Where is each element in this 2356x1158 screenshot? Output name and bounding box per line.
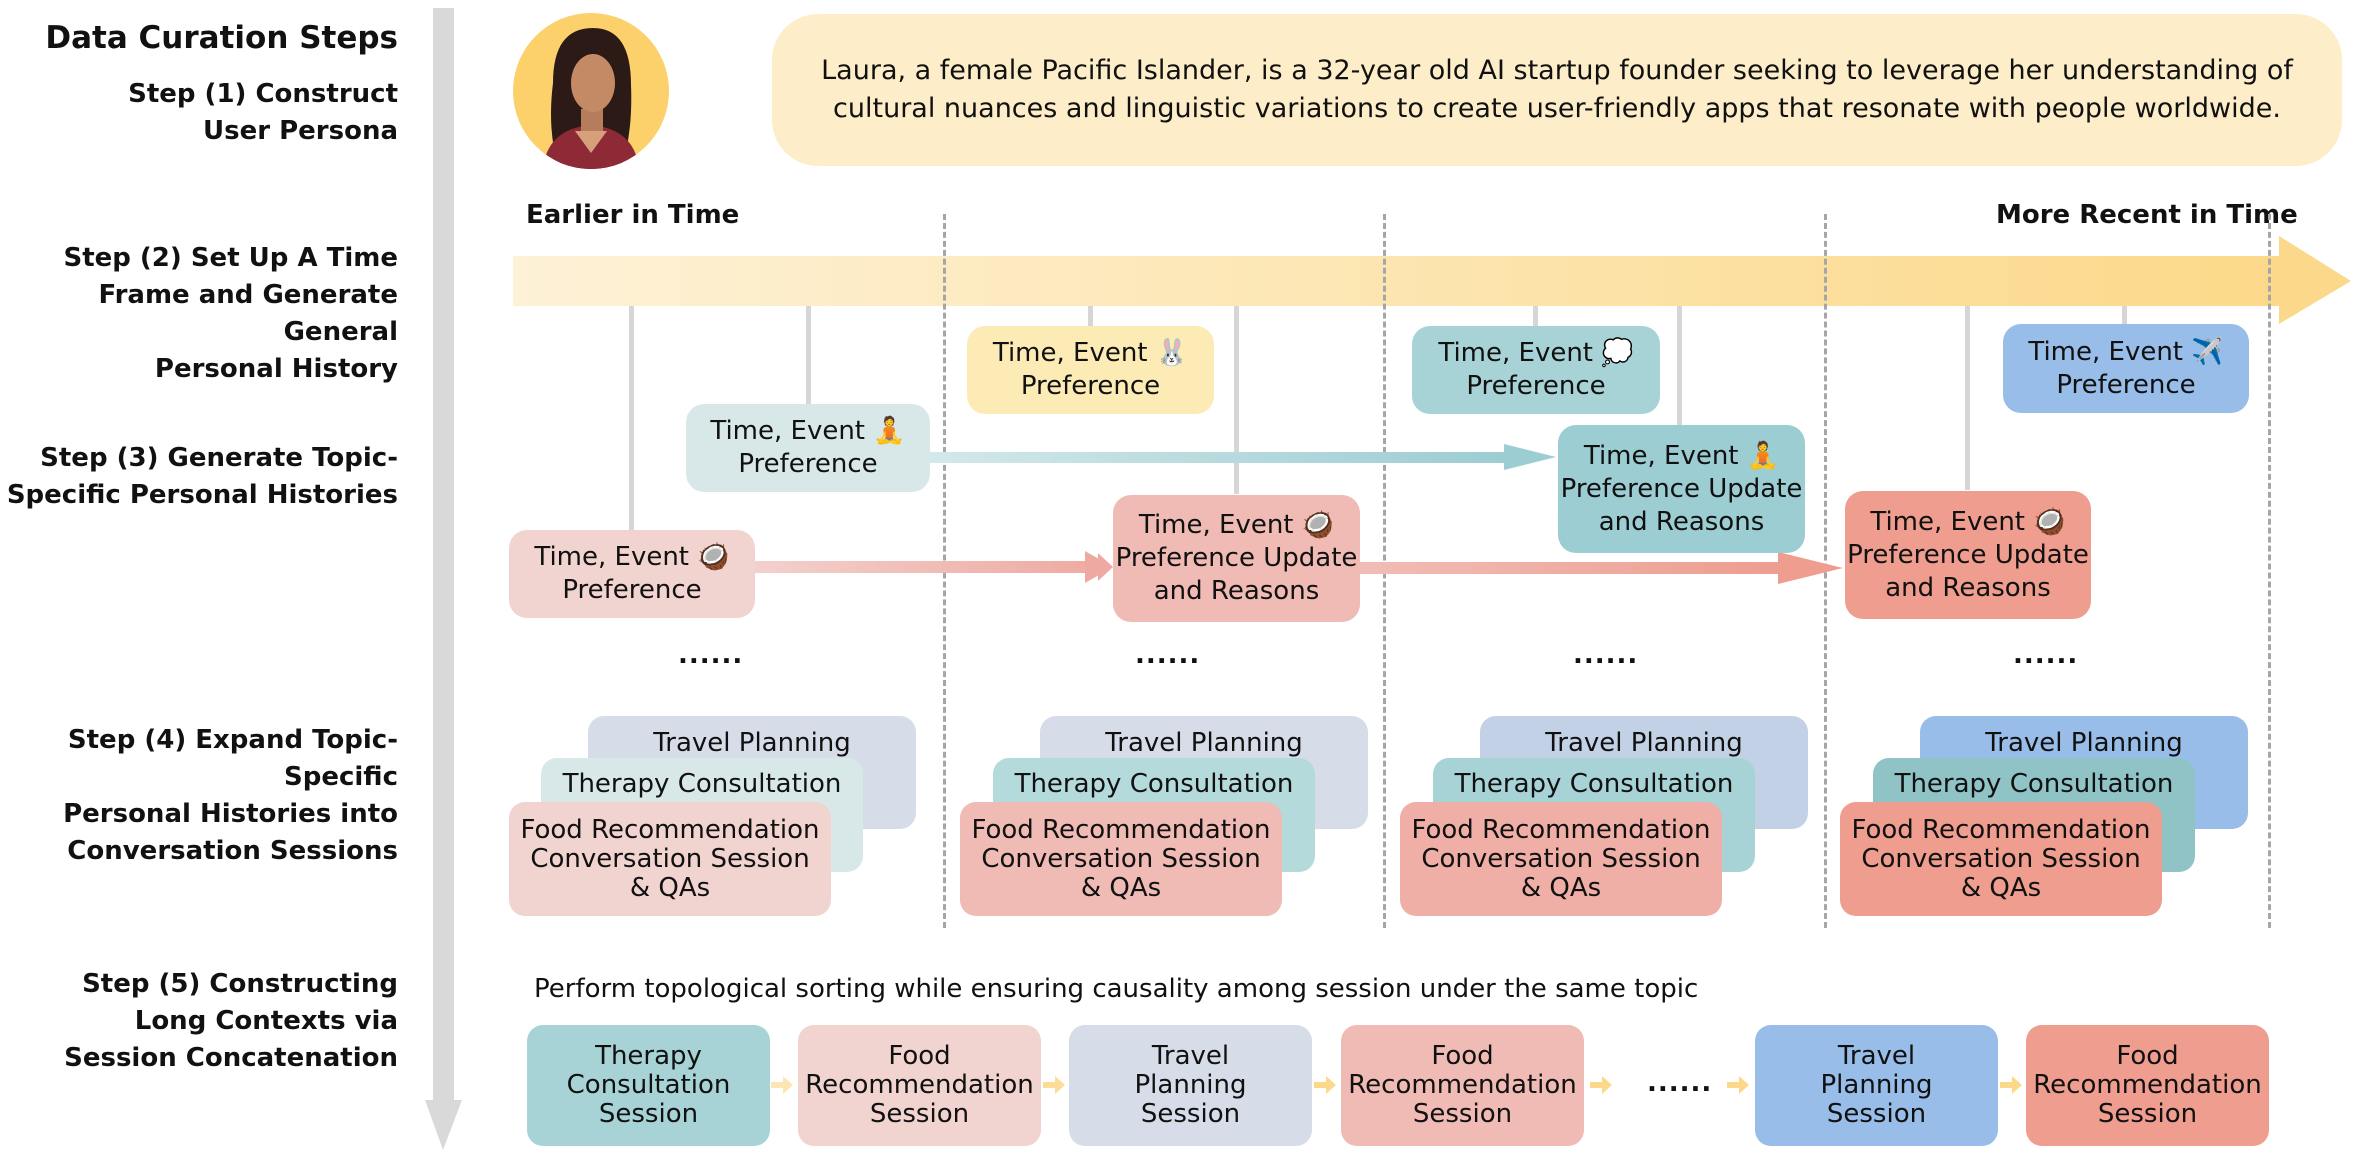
step-3-label: Step (3) Generate Topic-Specific Persona… — [6, 443, 398, 510]
event-stem — [2122, 306, 2127, 326]
sequence-arrow — [1314, 1076, 1336, 1094]
ellipsis: ...... — [1135, 640, 1201, 670]
event-stem — [1965, 306, 1970, 490]
timeline-start-label: Earlier in Time — [526, 200, 740, 230]
ellipsis: ...... — [2013, 640, 2079, 670]
sequence-arrow — [771, 1076, 793, 1094]
process-arrow — [425, 8, 462, 1150]
ellipsis: ...... — [1573, 640, 1639, 670]
event-travel-1: Time, Event ✈️Preference — [2003, 324, 2249, 413]
event-stem — [1234, 306, 1239, 494]
sequence-arrow — [1043, 1076, 1065, 1094]
step-5-caption: Perform topological sorting while ensuri… — [534, 974, 1699, 1004]
event-stem — [806, 306, 811, 404]
event-stem — [1088, 306, 1093, 326]
event-personal-2: Time, Event 💭Preference — [1412, 326, 1660, 414]
event-stem — [629, 306, 634, 530]
timeline-end-label: More Recent in Time — [1996, 200, 2298, 230]
page-title: Data Curation Steps — [45, 20, 398, 56]
sequence-arrow — [2000, 1076, 2022, 1094]
preference-update-arrows — [755, 444, 1843, 584]
event-stem — [1677, 306, 1682, 426]
time-divider — [2268, 214, 2271, 928]
ellipsis: ...... — [678, 640, 744, 670]
ellipsis: ...... — [1647, 1068, 1713, 1098]
event-personal-1: Time, Event 🐰Preference — [967, 326, 1214, 414]
sequence-arrow — [1590, 1076, 1612, 1094]
event-stem — [1533, 306, 1538, 326]
sequence-arrow — [1727, 1076, 1749, 1094]
event-therapy-1: Time, Event 🧘Preference — [686, 404, 930, 492]
avatar — [513, 13, 669, 169]
persona-description: Laura, a female Pacific Islander, is a 3… — [772, 14, 2342, 166]
event-food-1: Time, Event 🥥Preference — [509, 530, 755, 618]
timeline-arrow — [513, 236, 2351, 324]
